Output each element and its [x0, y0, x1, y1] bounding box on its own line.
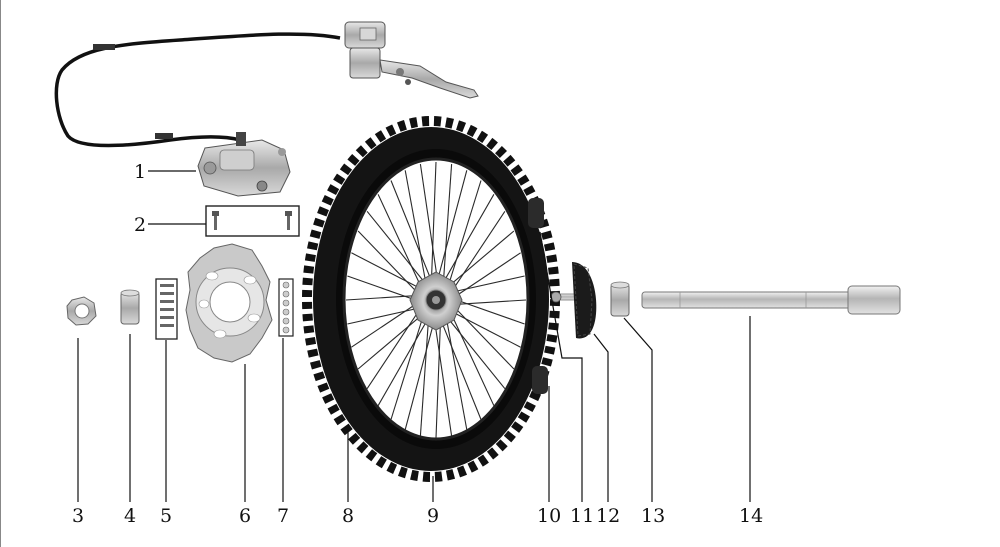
speedo-drive: [550, 291, 578, 303]
spoke: [357, 310, 428, 370]
front-wheel: [302, 116, 560, 482]
axle-nut: [66, 296, 97, 326]
leader-lines: [77, 170, 751, 502]
spoke: [366, 210, 430, 289]
brake-hose: [54, 32, 341, 148]
brake-caliper: [197, 132, 291, 197]
spoke: [449, 252, 521, 301]
wheel-spacer-right: [610, 281, 630, 317]
spoke: [377, 194, 425, 294]
callout-4: 4: [124, 505, 136, 527]
caliper-bolts: [205, 205, 300, 237]
spoke: [345, 294, 423, 301]
callout-6: 6: [239, 505, 251, 527]
spoke: [446, 308, 521, 348]
disc-guard: [572, 262, 597, 339]
callout-12: 12: [596, 505, 620, 527]
spoke: [448, 210, 506, 296]
spoke: [435, 170, 468, 287]
spoke: [433, 313, 453, 436]
spoke: [390, 308, 426, 420]
callout-9: 9: [427, 505, 439, 527]
spoke: [351, 252, 426, 292]
spoke: [449, 297, 525, 325]
callout-1: 1: [134, 161, 146, 183]
callout-5: 5: [160, 505, 172, 527]
spoke: [442, 164, 453, 288]
spoke: [440, 194, 495, 288]
callout-3: 3: [72, 505, 84, 527]
spoke: [377, 312, 432, 406]
callout-labels: 1 2 3 4 5 6 7 8 9 10 11 12 13 14: [72, 161, 763, 527]
spoke: [446, 180, 482, 292]
callout-10: 10: [537, 505, 561, 527]
callout-13: 13: [641, 505, 665, 527]
spoke: [435, 313, 442, 439]
rim-lock: [528, 198, 548, 394]
spoke: [347, 275, 423, 303]
callout-11: 11: [570, 505, 594, 527]
spoke: [444, 310, 468, 430]
spoke: [419, 312, 430, 436]
spoke: [442, 311, 506, 390]
spoke: [351, 299, 423, 348]
disc-washers: [278, 278, 294, 337]
disc-bolts: [155, 278, 178, 340]
callout-8: 8: [342, 505, 354, 527]
front-axle: [641, 285, 901, 315]
spoke: [419, 164, 439, 287]
wheel-spacer-left: [120, 289, 140, 325]
spoke: [437, 313, 482, 420]
callout-2: 2: [134, 214, 146, 236]
callout-14: 14: [739, 505, 763, 527]
spoke: [390, 180, 435, 287]
brake-master-cylinder: [344, 21, 479, 99]
spoke: [404, 170, 428, 290]
wheel-spokes: [345, 161, 527, 439]
spoke: [449, 299, 527, 306]
brake-disc: [185, 243, 273, 363]
callout-7: 7: [277, 505, 289, 527]
spoke: [444, 230, 515, 290]
spoke: [430, 161, 437, 287]
spoke: [366, 304, 424, 390]
spoke: [404, 313, 437, 430]
spoke: [447, 306, 495, 406]
spoke: [447, 275, 525, 294]
spoke: [357, 230, 423, 298]
spoke: [449, 302, 515, 370]
spoke: [347, 306, 425, 325]
